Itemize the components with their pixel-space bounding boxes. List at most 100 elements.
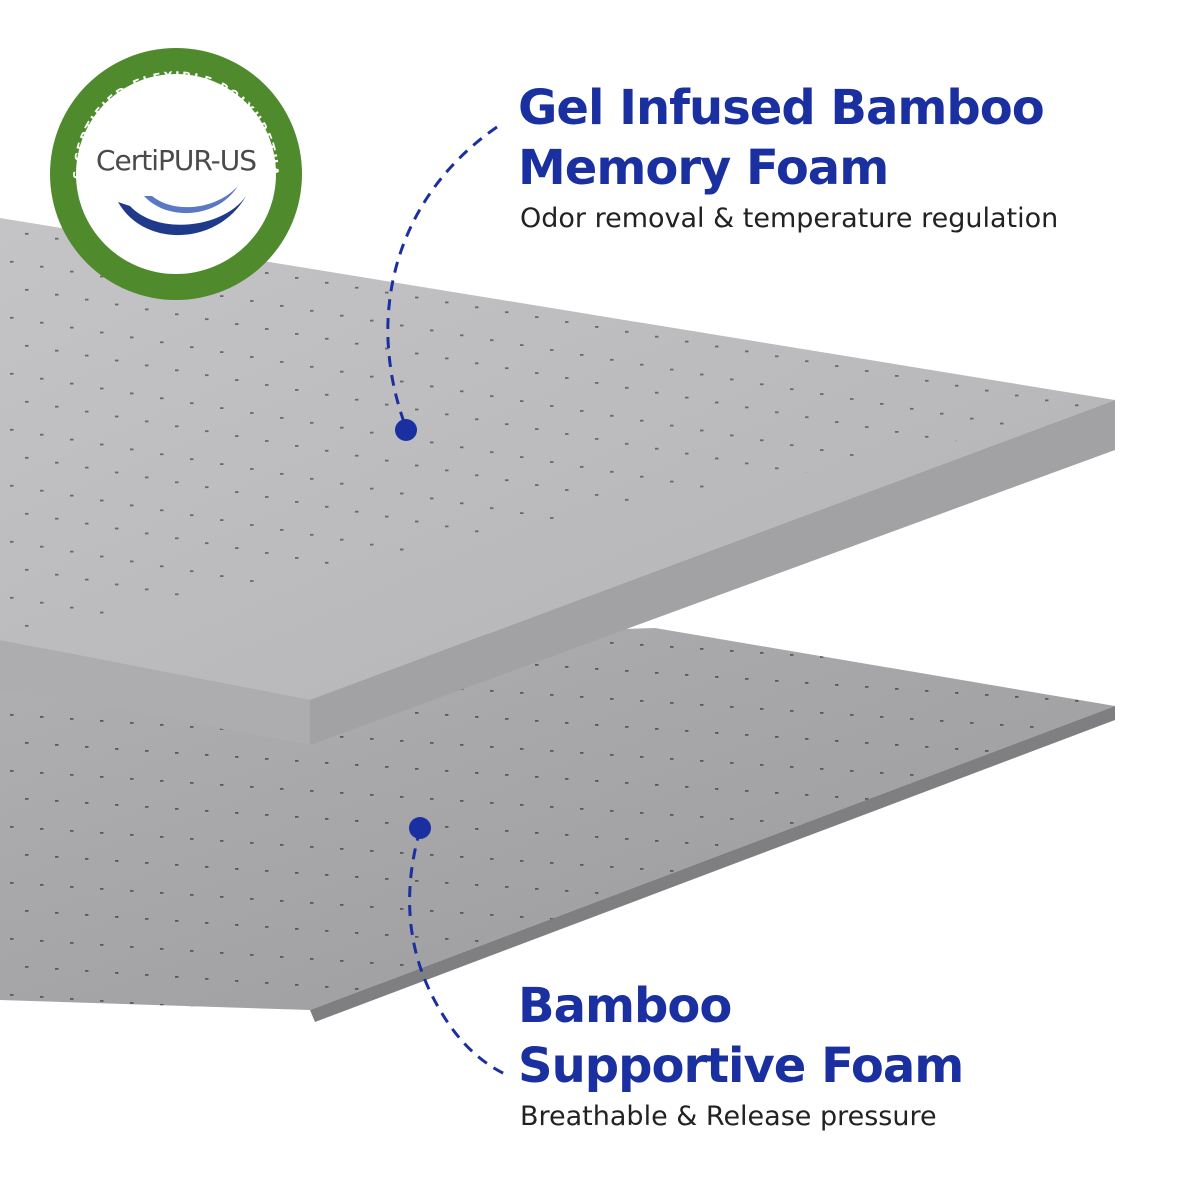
perforation-dot (490, 1026, 494, 1028)
perforation-dot (1105, 1038, 1109, 1040)
perforation-dot (985, 918, 989, 920)
perforation-dot (430, 798, 434, 800)
perforation-dot (325, 505, 329, 508)
perforation-dot (565, 377, 569, 379)
perforation-dot (460, 968, 464, 970)
perforation-dot (580, 696, 584, 698)
perforation-dot (1120, 1012, 1124, 1014)
perforation-dot (295, 501, 299, 503)
perforation-dot (25, 456, 29, 459)
perforation-dot (175, 369, 179, 372)
perforation-dot (625, 498, 629, 501)
perforation-dot (595, 382, 599, 384)
perforation-dot (160, 565, 164, 568)
perforation-dot (280, 417, 284, 419)
perforation-dot (265, 440, 269, 442)
perforation-dot (550, 750, 554, 752)
perforation-dot (775, 467, 779, 470)
perforation-dot (595, 494, 599, 496)
perforation-dot (265, 758, 269, 760)
perforation-dot (85, 578, 89, 581)
perforation-dot (445, 301, 449, 304)
perforation-dot (115, 583, 119, 586)
perforation-dot (175, 537, 179, 540)
perforation-dot (475, 716, 479, 718)
perforation-dot (865, 966, 869, 968)
perforation-dot (370, 794, 374, 796)
perforation-dot (1120, 666, 1124, 668)
perforation-dot (1165, 930, 1169, 932)
perforation-dot (895, 599, 899, 601)
perforation-dot (880, 627, 884, 629)
perforation-dot (775, 859, 779, 861)
perforation-dot (1120, 498, 1124, 500)
perforation-dot (565, 834, 569, 836)
perforation-dot (1150, 559, 1154, 561)
perforation-dot (55, 517, 59, 520)
perforation-dot (1105, 689, 1109, 691)
perforation-dot (730, 650, 734, 652)
perforation-dot (310, 365, 314, 368)
top-layer-title: Gel Infused Bamboo Memory Foam (518, 78, 1045, 198)
perforation-dot (205, 1034, 209, 1036)
top-layer-title-line2: Memory Foam (518, 140, 889, 196)
perforation-dot (550, 806, 554, 808)
perforation-dot (505, 774, 509, 776)
perforation-dot (250, 356, 254, 358)
perforation-dot (700, 928, 704, 930)
perforation-dot (1120, 386, 1124, 388)
perforation-dot (55, 800, 59, 802)
perforation-dot (130, 890, 134, 892)
perforation-dot (340, 792, 344, 794)
perforation-dot (1090, 829, 1094, 831)
perforation-dot (85, 914, 89, 916)
perforation-dot (880, 716, 884, 718)
perforation-dot (970, 666, 974, 668)
bottom-layer-subtitle: Breathable & Release pressure (520, 1101, 937, 1132)
perforation-dot (25, 854, 29, 856)
perforation-dot (1105, 857, 1109, 859)
perforation-dot (295, 760, 299, 762)
perforation-dot (1045, 754, 1049, 756)
perforation-dot (295, 557, 299, 559)
perforation-dot (910, 662, 914, 664)
perforation-dot (565, 666, 569, 668)
perforation-dot (1000, 780, 1004, 782)
perforation-dot (10, 770, 14, 772)
perforation-dot (475, 940, 479, 942)
perforation-dot (40, 433, 44, 436)
perforation-dot (220, 840, 224, 842)
perforation-dot (715, 788, 719, 790)
perforation-dot (880, 403, 884, 405)
perforation-dot (190, 950, 194, 952)
perforation-dot (430, 742, 434, 744)
perforation-dot (715, 844, 719, 846)
perforation-dot (475, 884, 479, 886)
perforation-dot (970, 890, 974, 892)
perforation-dot (1135, 984, 1139, 986)
perforation-dot (1015, 899, 1019, 901)
perforation-dot (1030, 1006, 1034, 1008)
perforation-dot (745, 734, 749, 736)
perforation-dot (475, 306, 479, 309)
perforation-dot (610, 414, 614, 417)
perforation-dot (745, 406, 749, 409)
perforation-dot (415, 352, 419, 355)
perforation-dot (580, 354, 584, 356)
perforation-dot (1150, 790, 1154, 792)
perforation-dot (535, 944, 539, 946)
perforation-dot (715, 345, 719, 348)
perforation-dot (1075, 924, 1079, 926)
perforation-dot (340, 1016, 344, 1018)
perforation-dot (550, 405, 554, 407)
perforation-dot (925, 435, 929, 438)
perforation-dot (385, 459, 389, 462)
perforation-dot (85, 970, 89, 972)
perforation-dot (985, 1030, 989, 1032)
perforation-dot (805, 682, 809, 684)
perforation-dot (1060, 656, 1064, 658)
perforation-dot (355, 988, 359, 990)
perforation-dot (760, 439, 764, 442)
perforation-dot (730, 762, 734, 764)
perforation-dot (400, 852, 404, 854)
